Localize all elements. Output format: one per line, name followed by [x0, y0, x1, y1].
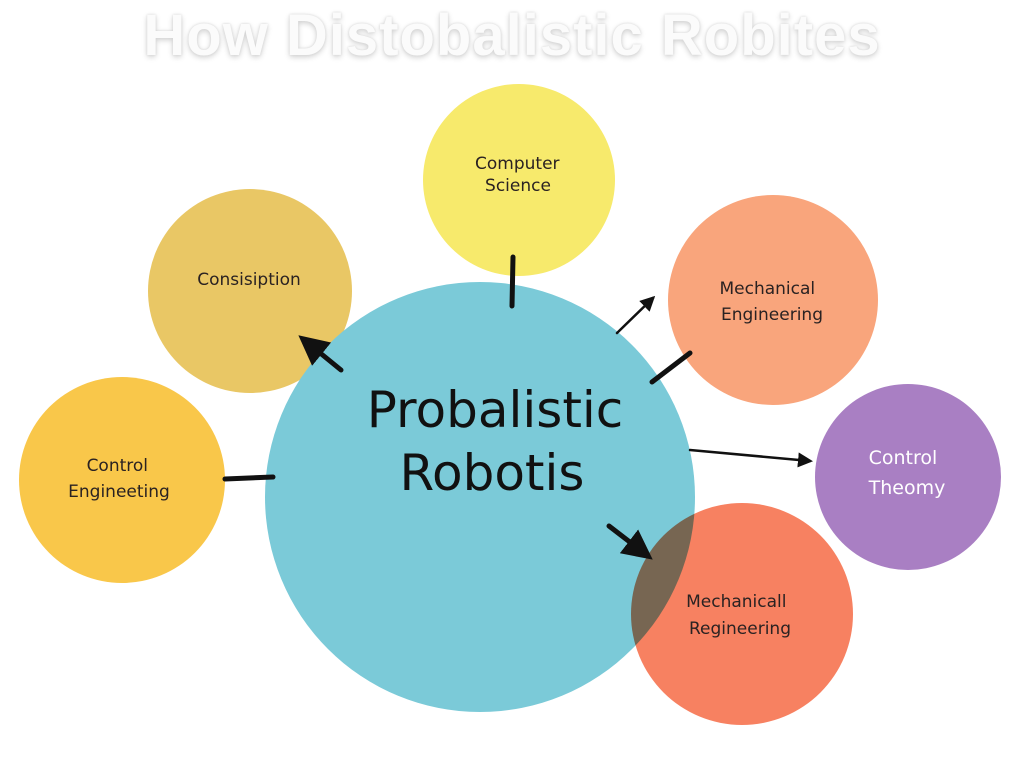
connector-consisiption [298, 335, 344, 373]
connector-mechanical-engineering-arrow [615, 295, 656, 335]
label-mechanicall-regineering: Mechanicall Regineering [686, 592, 792, 639]
label-control-theory: Control Theomy [868, 447, 946, 499]
connector-control-theory [688, 448, 813, 468]
diagram-title: How Distobalistic Robites [143, 3, 881, 68]
connector-mechanical-engineering [649, 350, 693, 385]
center-label: Probalistic Robotis [367, 381, 639, 502]
connector-computer-science [509, 254, 516, 309]
connector-control-engineering [222, 474, 276, 482]
label-computer-science: Computer Science [475, 154, 565, 196]
node-computer-science [423, 84, 615, 276]
node-mechanical-engineering [668, 195, 878, 405]
center-node [265, 282, 695, 712]
label-control-engineering: Control Engineeting [68, 456, 170, 502]
node-control-theory [815, 384, 1001, 570]
label-mechanical-engineering: Mechanical Engineering [719, 279, 823, 325]
label-consisiption: Consisiption [197, 270, 301, 290]
node-control-engineering [19, 377, 225, 583]
connector-mechanicall-regineering [606, 523, 653, 560]
node-mechanicall-regineering [631, 503, 853, 725]
